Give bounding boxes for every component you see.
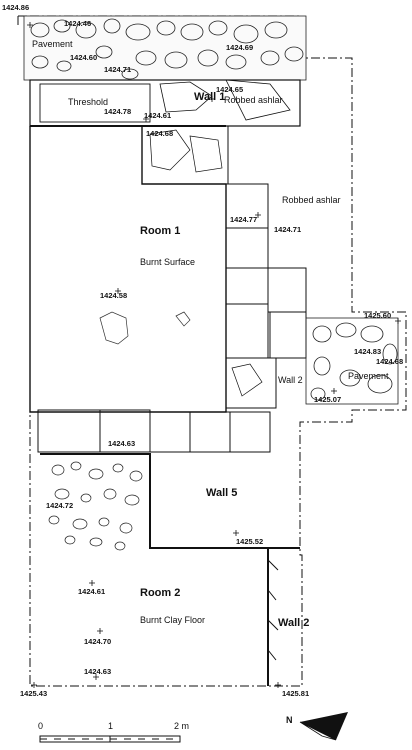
elevation-label: 1425.52 [236,537,264,546]
room-2-label: Room 2 [140,587,181,599]
elevation-label: 1424.68 [376,357,404,366]
wall-2-lower-label: Wall 2 [278,617,310,629]
scale-tick-label: 1 [108,721,114,731]
elevation-label: 1424.86 [2,3,30,12]
room-1-surface-label: Burnt Surface [140,257,196,267]
robbed-ashlar-label: Robbed ashlar [224,95,283,105]
room-2-surface-label: Burnt Clay Floor [140,615,206,625]
elevation-label: 1424.71 [104,65,132,74]
pavement-east-label: Pavement [348,371,389,381]
elevation-label: 1424.61 [78,587,106,596]
elevation-points [27,22,401,688]
elevation-label: 1424.68 [146,129,174,138]
elevation-label: 1424.65 [216,85,244,94]
pavement-north-label: Pavement [32,39,73,49]
elevation-label: 1424.83 [354,347,382,356]
elevation-label: 1424.72 [46,501,74,510]
north-label: N [286,715,293,725]
elevation-label: 1425.07 [314,395,342,404]
threshold-label: Threshold [68,97,109,107]
scale-tick-label: 0 [38,721,44,731]
elevation-label: 1424.70 [84,637,112,646]
wall-5-label: Wall 5 [206,487,238,499]
elevation-label: 1424.69 [226,43,254,52]
scale-tick-label: 2 m [174,721,190,731]
wall-2-label: Wall 2 [278,375,303,385]
elevation-label: 1424.63 [108,439,136,448]
elevation-label: 1424.61 [144,111,172,120]
elevation-label: 1424.46 [64,19,92,28]
elevation-label: 1424.63 [84,667,112,676]
elevation-label: 1425.81 [282,689,310,698]
room-1-label: Room 1 [140,225,181,237]
burnt-surface-patches [99,311,191,345]
wall-2-south [267,548,279,686]
room-1-outline [29,126,227,413]
wall-1-label: Wall 1 [194,91,226,103]
elevation-label: 1424.71 [274,225,302,234]
pavement-north-stones [23,15,307,81]
excavation-limit [17,15,407,687]
robbed-ashlar-label: Robbed ashlar [282,195,341,205]
wall-east-blocks [141,125,307,409]
elevation-label: 1424.60 [70,53,98,62]
wall-5-blocks [37,409,300,549]
elevation-label: 1425.43 [20,689,48,698]
elevation-label: 1424.77 [230,215,258,224]
scale-bar [39,735,181,743]
wall-5-rubble [48,461,143,551]
north-arrow-icon [299,712,348,741]
pavement-east [305,317,399,405]
elevation-label: 1424.58 [100,291,128,300]
elevation-label: 1425.60 [364,311,392,320]
elevation-label: 1424.78 [104,107,132,116]
